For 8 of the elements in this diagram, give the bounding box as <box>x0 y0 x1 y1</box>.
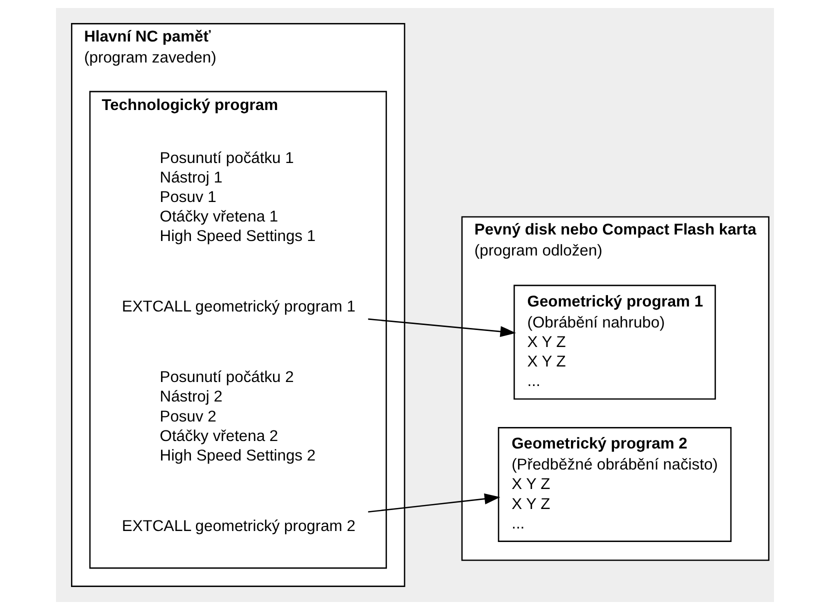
arrow <box>368 493 500 513</box>
node-text: EXTCALL geometrický program 2 <box>121 518 355 535</box>
arrow <box>368 318 516 338</box>
node-text: Posunutí počátku 2 Nástroj 2 Posuv 2 Otáčky vřetena 2 High Speed Settings 2 <box>159 369 316 464</box>
node-text: EXTCALL geometrický program 1 <box>121 298 355 316</box>
node-box: Geometrický program 2 (Předběžné obrábění načisto) X Y Z X Y Z ... <box>497 427 732 542</box>
node-box: Geometrický program 1 (Obrábění nahrubo) X Y Z X Y Z ... <box>513 284 716 400</box>
node-text: Posunutí počátku 1 Nástroj 1 Posuv 1 Otáčky vřetena 1 High Speed Settings 1 <box>159 150 316 246</box>
